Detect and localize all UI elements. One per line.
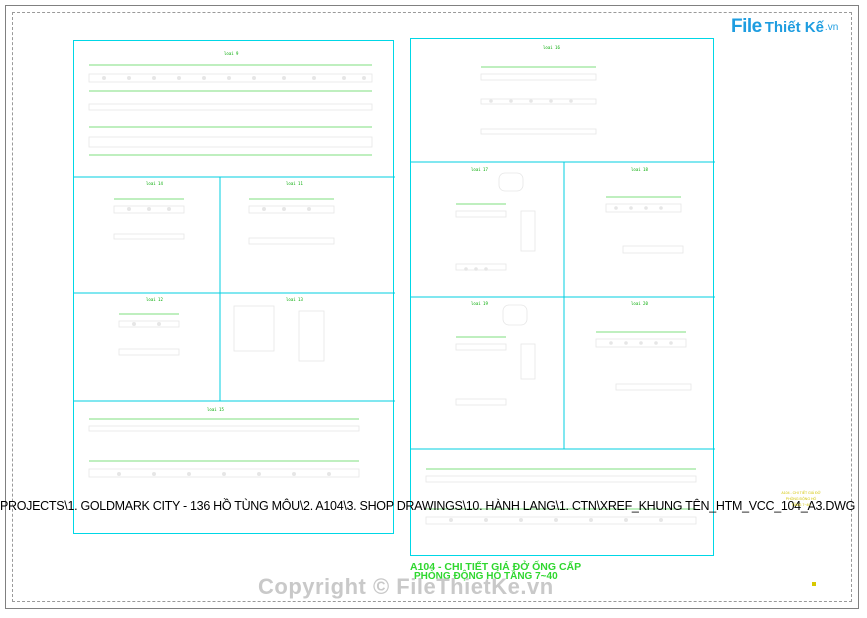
cell-label: loai 17 <box>471 167 488 172</box>
cell-label: loai 9 <box>224 51 239 56</box>
stamp-line: A104 - CHI TIẾT GIÁ ĐỞ <box>781 491 821 495</box>
left-sheet-drawing <box>74 64 395 478</box>
title-block-stamp: A104 - CHI TIẾT GIÁ ĐỞ PHÒNG ĐỘNG HÓ TẦN… <box>766 490 836 508</box>
outer-frame <box>5 5 859 609</box>
cell-label: loai 15 <box>207 407 224 412</box>
logo-file-text: File <box>731 16 762 37</box>
logo-rest-text: Thiết Kế <box>764 18 824 36</box>
drawing-subtitle: PHÒNG ĐỘNG HÓ TẦNG 7~40 <box>414 571 558 582</box>
stamp-line: PHÒNG ĐỘNG HÓ <box>785 497 817 501</box>
inner-frame <box>12 12 852 602</box>
file-path-text: PROJECTS\1. GOLDMARK CITY - 136 HỒ TÙNG … <box>0 499 855 513</box>
cell-label: loai 14 <box>146 181 163 186</box>
cell-label: loai 20 <box>631 301 648 306</box>
right-sheet-drawing <box>411 66 715 525</box>
left-sheet: loai 9 loai 14 loai 11 loai 12 loai 13 l… <box>73 40 395 534</box>
stamp-line: TẦNG 7~40 <box>791 503 811 507</box>
cell-label: loai 11 <box>286 181 303 186</box>
logo-domain-text: .vn <box>824 21 839 33</box>
stamp-marker <box>812 582 816 586</box>
drawing-title: A104 - CHI TIẾT GIÁ ĐỞ ỐNG CẤP <box>410 561 582 573</box>
cell-label: loai 13 <box>286 297 303 302</box>
cell-label: loai 18 <box>631 167 648 172</box>
site-logo: File Thiết Kế .vn <box>731 14 838 40</box>
cell-label: loai 12 <box>146 297 163 302</box>
cell-label: loai 19 <box>471 301 488 306</box>
cell-label: loai 16 <box>543 45 560 50</box>
right-sheet: loai 16 loai 17 loai 18 loai 19 loai 20 <box>410 38 715 556</box>
copyright-watermark: Copyright © FileThietKe.vn <box>258 574 554 599</box>
